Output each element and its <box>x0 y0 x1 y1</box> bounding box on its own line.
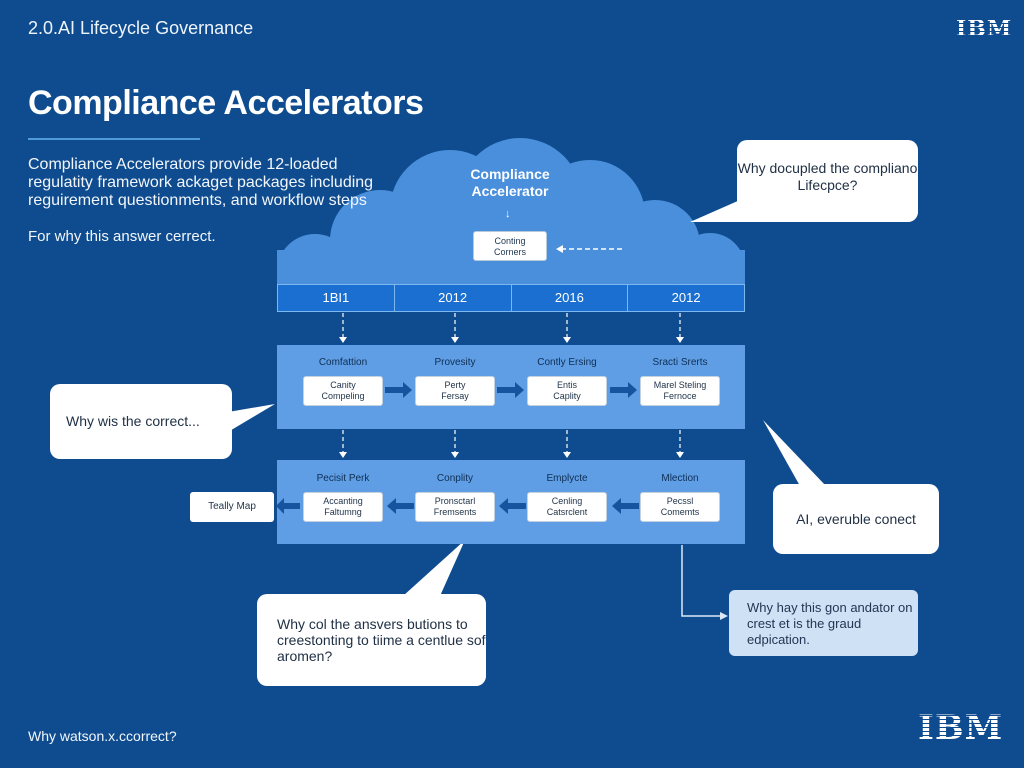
arrow-right-icon <box>610 382 637 398</box>
title-underline <box>28 138 200 140</box>
row1-label: Sracti Srerts <box>652 357 708 368</box>
year-bar: 1BI1 2012 2016 2012 <box>277 284 745 312</box>
row1-step-box: Marel Steling Fernoce <box>640 376 720 406</box>
cloud-title: Compliance Accelerator <box>470 166 550 199</box>
cloud-node-line2: Corners <box>493 247 526 257</box>
row1-step-box: Canity Compeling <box>303 376 383 406</box>
footer-question: Why watson.x.ccorrect? <box>28 728 177 744</box>
intro-paragraph: Compliance Accelerators provide 12-loade… <box>28 156 374 209</box>
year-cell: 1BI1 <box>322 290 350 305</box>
row2-label: Mlection <box>661 473 699 484</box>
cloud-down-arrow-icon: ↓ <box>505 208 511 220</box>
callout-answers: Why col the ansvers butions to creestont… <box>257 594 486 686</box>
page-title: Compliance Accelerators <box>28 84 424 122</box>
step-line: Compeling <box>321 391 365 401</box>
year-cell: 2012 <box>393 285 511 311</box>
step-line: Comemts <box>660 507 700 517</box>
row1-label: Provesity <box>434 357 476 368</box>
row1-step-box: Perty Fersay <box>415 376 495 406</box>
row2-step-box: Pecssl Comemts <box>640 492 720 522</box>
arrow-left-icon <box>276 498 300 514</box>
step-line: Accanting <box>323 496 363 506</box>
step-line: Fersay <box>441 391 469 401</box>
cloud-node: Conting Corners <box>473 231 547 261</box>
callout-compliance-lifecycle: Why docupled the compliano Lifecpce? <box>737 140 918 222</box>
year-cell: 2012 <box>627 285 744 311</box>
step-line: Faltumng <box>324 507 362 517</box>
step-line: Caplity <box>553 391 581 401</box>
callout-everuble: AI, everuble conect <box>773 484 939 554</box>
step-line: Perty <box>444 380 466 390</box>
row1-label: Contly Ersing <box>537 357 597 368</box>
callout-annotator: Why hay this gon andator on crest et is … <box>729 590 918 656</box>
row2-step-box: Accanting Faltumng <box>303 492 383 522</box>
step-line: Fernoce <box>663 391 697 401</box>
step-line: Pecssl <box>666 496 694 506</box>
year-cell: 2016 <box>510 285 628 311</box>
arrow-left-icon <box>612 498 639 514</box>
ibm-logo-top: IBM <box>956 16 1013 42</box>
row2-label: Pecisit Perk <box>316 473 370 484</box>
step-line: Canity <box>330 380 356 390</box>
row2-step-box: Pronsctarl Fremsents <box>415 492 495 522</box>
arrow-left-icon <box>499 498 526 514</box>
step-line: Catsrclent <box>546 507 588 517</box>
row1-label: Comfattion <box>318 357 368 368</box>
intro-note: For why this answer cerrect. <box>28 228 216 245</box>
step-line: Pronsctarl <box>434 496 476 506</box>
row1-step-box: Entis Caplity <box>527 376 607 406</box>
row2-step-box: Cenling Catsrclent <box>527 492 607 522</box>
arrow-right-icon <box>385 382 412 398</box>
arrow-left-icon <box>387 498 414 514</box>
ibm-logo-bottom: IBM <box>918 708 1004 748</box>
callout-correct: Why wis the correct... <box>50 384 232 459</box>
cloud-shape <box>277 138 745 310</box>
section-title: 2.0.AI Lifecycle Governance <box>28 18 254 38</box>
row2-label: Conplity <box>436 473 474 484</box>
row2-label: Emplycte <box>546 473 588 484</box>
cloud-node-line1: Conting <box>494 236 526 246</box>
teally-map-tag: Teally Map <box>190 492 274 522</box>
step-line: Fremsents <box>433 507 477 517</box>
arrow-right-icon <box>497 382 524 398</box>
step-line: Entis <box>556 380 577 390</box>
step-line: Marel Steling <box>653 380 707 390</box>
step-line: Cenling <box>551 496 583 506</box>
